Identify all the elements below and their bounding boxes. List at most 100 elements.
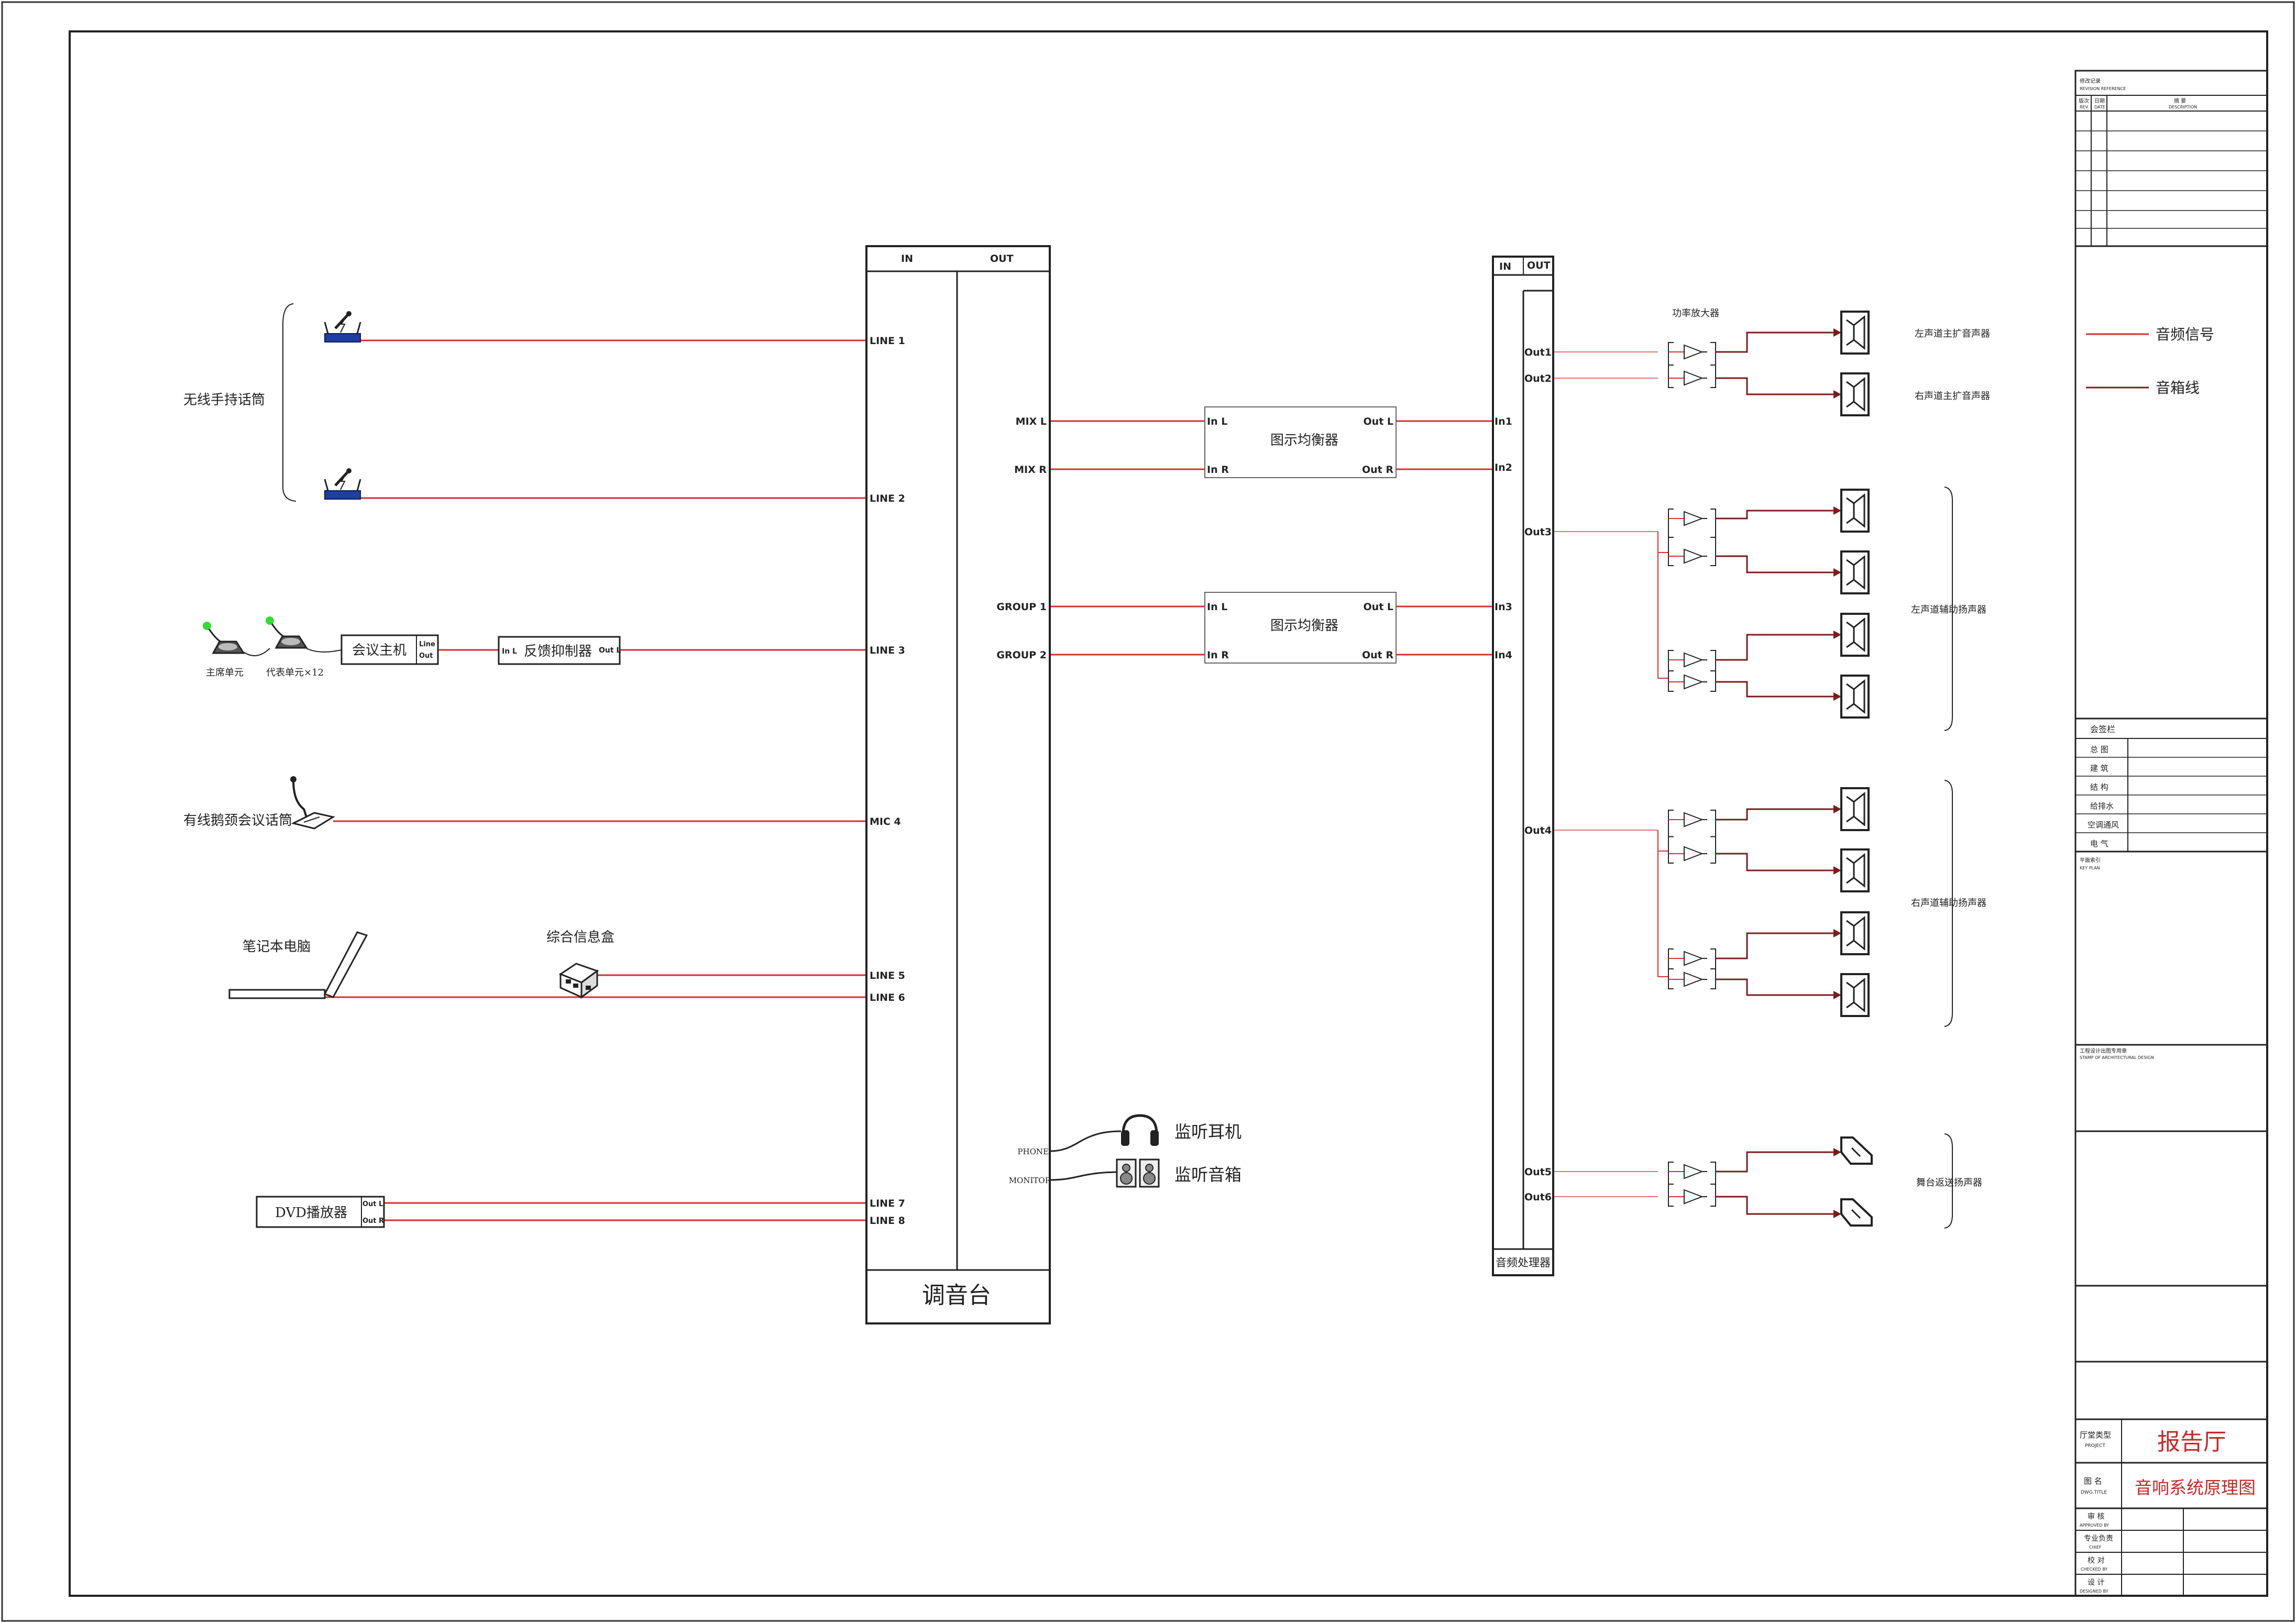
- amplifier-channel: [1684, 371, 1708, 385]
- eq1-in-l: In L: [1207, 416, 1227, 427]
- amplifier-channel-pair: [1668, 1136, 1873, 1227]
- dvd-out-l-port: Out L: [362, 1200, 383, 1208]
- gooseneck-mic: 有线鹅颈会议话筒: [183, 776, 335, 830]
- delegate-unit-label: 代表单元×12: [266, 667, 324, 678]
- eq2-out-l: Out L: [1364, 601, 1393, 613]
- feedback-suppressor-label: 反馈抑制器: [524, 644, 592, 659]
- processor-output-out3: Out3: [1524, 526, 1552, 538]
- mixer: IN OUT 调音台 LINE 1 LINE 2 LINE 3 MIC 4 LI…: [865, 245, 1051, 1324]
- amplifier-channel-pair: [1668, 911, 1870, 1017]
- mixer-input-line6: LINE 6: [870, 992, 905, 1003]
- eq1-label: 图示均衡器: [1270, 433, 1338, 448]
- right-aux-speaker-label: 右声道辅助扬声器: [1911, 898, 1986, 909]
- mixer-input-line5: LINE 5: [870, 970, 905, 981]
- dwg-title-value: 音响系统原理图: [2135, 1477, 2256, 1498]
- chair-unit-label: 主席单元: [206, 667, 244, 678]
- amplifier-channel-pair: [1668, 787, 1870, 892]
- mixer-output-mix-r: MIX R: [1014, 464, 1047, 476]
- discipline-4: 给排水: [2090, 801, 2114, 811]
- info-box-label: 综合信息盒: [546, 930, 614, 945]
- amplifier-channel: [1684, 812, 1708, 827]
- revision-header-en: REVISION REFERENCE: [2080, 86, 2126, 91]
- amplifier-label: 功率放大器: [1672, 308, 1719, 319]
- laptop: 笔记本电脑: [228, 931, 368, 999]
- processor-output-out2: Out2: [1524, 373, 1552, 384]
- amplifier-channel-pair: [1668, 489, 1870, 594]
- amp-branch-wires: [1657, 532, 1668, 977]
- mixer-input-line1: LINE 1: [870, 335, 905, 347]
- eq1-out-r: Out R: [1362, 464, 1393, 476]
- gooseneck-mic-label: 有线鹅颈会议话筒: [183, 813, 292, 829]
- loudspeaker: [1840, 372, 1870, 416]
- host-out-port: Out: [419, 652, 433, 660]
- loudspeaker: [1840, 675, 1870, 719]
- project-label-en: PROJECT: [2085, 1443, 2105, 1449]
- signoff-header: 会签栏: [2090, 724, 2115, 734]
- processor-in-header: IN: [1499, 261, 1511, 272]
- processor-input-in2: In2: [1495, 462, 1512, 473]
- amplifier-channel: [1684, 345, 1708, 359]
- monitor-speakers-icon: [1116, 1158, 1160, 1188]
- key-plan-en: KEY PLAN: [2080, 866, 2100, 870]
- dwg-title-label-en: DWG.TITLE: [2081, 1490, 2107, 1495]
- laptop-label: 笔记本电脑: [243, 939, 311, 955]
- chief-en: CHIEF: [2089, 1545, 2102, 1550]
- mixer-label: 调音台: [922, 1282, 991, 1309]
- revision-header-cn: 修改记录: [2080, 78, 2101, 84]
- feedback-out-port: Out L: [599, 646, 621, 655]
- legend-audio-signal-label: 音频信号: [2156, 326, 2214, 343]
- monitor-section: 监听耳机 监听音箱: [1116, 1114, 1242, 1188]
- eq1-in-r: In R: [1207, 464, 1229, 476]
- mixer-output-group1: GROUP 1: [996, 601, 1047, 613]
- processor-input-in1: In1: [1495, 416, 1512, 427]
- delegate-unit-icon: [266, 616, 308, 649]
- processor-output-out6: Out6: [1524, 1191, 1552, 1203]
- project-value: 报告厅: [2157, 1429, 2226, 1455]
- designed-en: DESIGNED BY: [2080, 1589, 2108, 1594]
- discipline-1: 总 图: [2090, 745, 2108, 754]
- amplifier-channel: [1684, 951, 1708, 966]
- dvd-player: DVD播放器 Out L Out R: [256, 1196, 385, 1228]
- audio-signal-wires: [325, 339, 1493, 1221]
- dwg-title-label-cn: 图 名: [2084, 1476, 2102, 1486]
- date-col-en: DATE: [2094, 105, 2105, 109]
- amplifier-channel: [1684, 675, 1708, 689]
- mixer-phone-port: PHONE: [1017, 1147, 1049, 1156]
- mixer-in-header: IN: [901, 253, 913, 264]
- amplifier-channel-pair: [1668, 613, 1870, 719]
- amplifier-groups: [1668, 311, 1873, 1227]
- chair-unit-icon: [203, 622, 245, 654]
- loudspeaker: [1840, 613, 1870, 657]
- loudspeaker: [1840, 911, 1870, 955]
- processor-input-in4: In4: [1495, 649, 1512, 661]
- conference-host: 会议主机 Line Out: [340, 634, 439, 665]
- discipline-3: 结 构: [2090, 782, 2108, 792]
- host-line-port: Line: [419, 641, 435, 648]
- processor-out-header: OUT: [1527, 260, 1551, 271]
- headphones-label: 监听耳机: [1174, 1122, 1242, 1142]
- dvd-out-r-port: Out R: [362, 1217, 384, 1225]
- date-col-cn: 日期: [2094, 98, 2105, 104]
- amplifier-channel: [1684, 549, 1708, 564]
- feedback-in-port: In L: [502, 647, 517, 656]
- processor-output-out4: Out4: [1524, 825, 1552, 836]
- eq2-in-l: In L: [1207, 601, 1227, 613]
- conference-system: 主席单元 代表单元×12 会议主机 Line Out In L 反馈抑制器 Ou…: [203, 616, 621, 678]
- stage-monitor-speaker: [1840, 1136, 1873, 1165]
- legend: 音频信号 音箱线: [2086, 326, 2214, 396]
- left-main-speaker-label: 左声道主扩音声器: [1915, 328, 1990, 339]
- desc-col-cn: 摘 要: [2174, 97, 2186, 104]
- approved-cn: 审 核: [2088, 1512, 2104, 1521]
- stamp-en: STAMP OF ARCHITECTURAL DESIGN: [2080, 1055, 2154, 1060]
- mixer-input-line2: LINE 2: [870, 493, 905, 504]
- discipline-2: 建 筑: [2090, 764, 2108, 773]
- dvd-player-label: DVD播放器: [275, 1205, 347, 1221]
- mixer-monitor-port: MONITOR: [1009, 1176, 1051, 1185]
- audio-processor: IN OUT 音频处理器 In1 In2 In3 In4 Out1 Out2 O…: [1492, 256, 1554, 1276]
- mixer-input-line3: LINE 3: [870, 645, 905, 656]
- monitor-wires: [1049, 1130, 1122, 1181]
- wireless-mic-label: 无线手持话筒: [183, 392, 265, 408]
- checked-en: CHECKED BY: [2081, 1567, 2107, 1572]
- processor-label: 音频处理器: [1496, 1256, 1551, 1269]
